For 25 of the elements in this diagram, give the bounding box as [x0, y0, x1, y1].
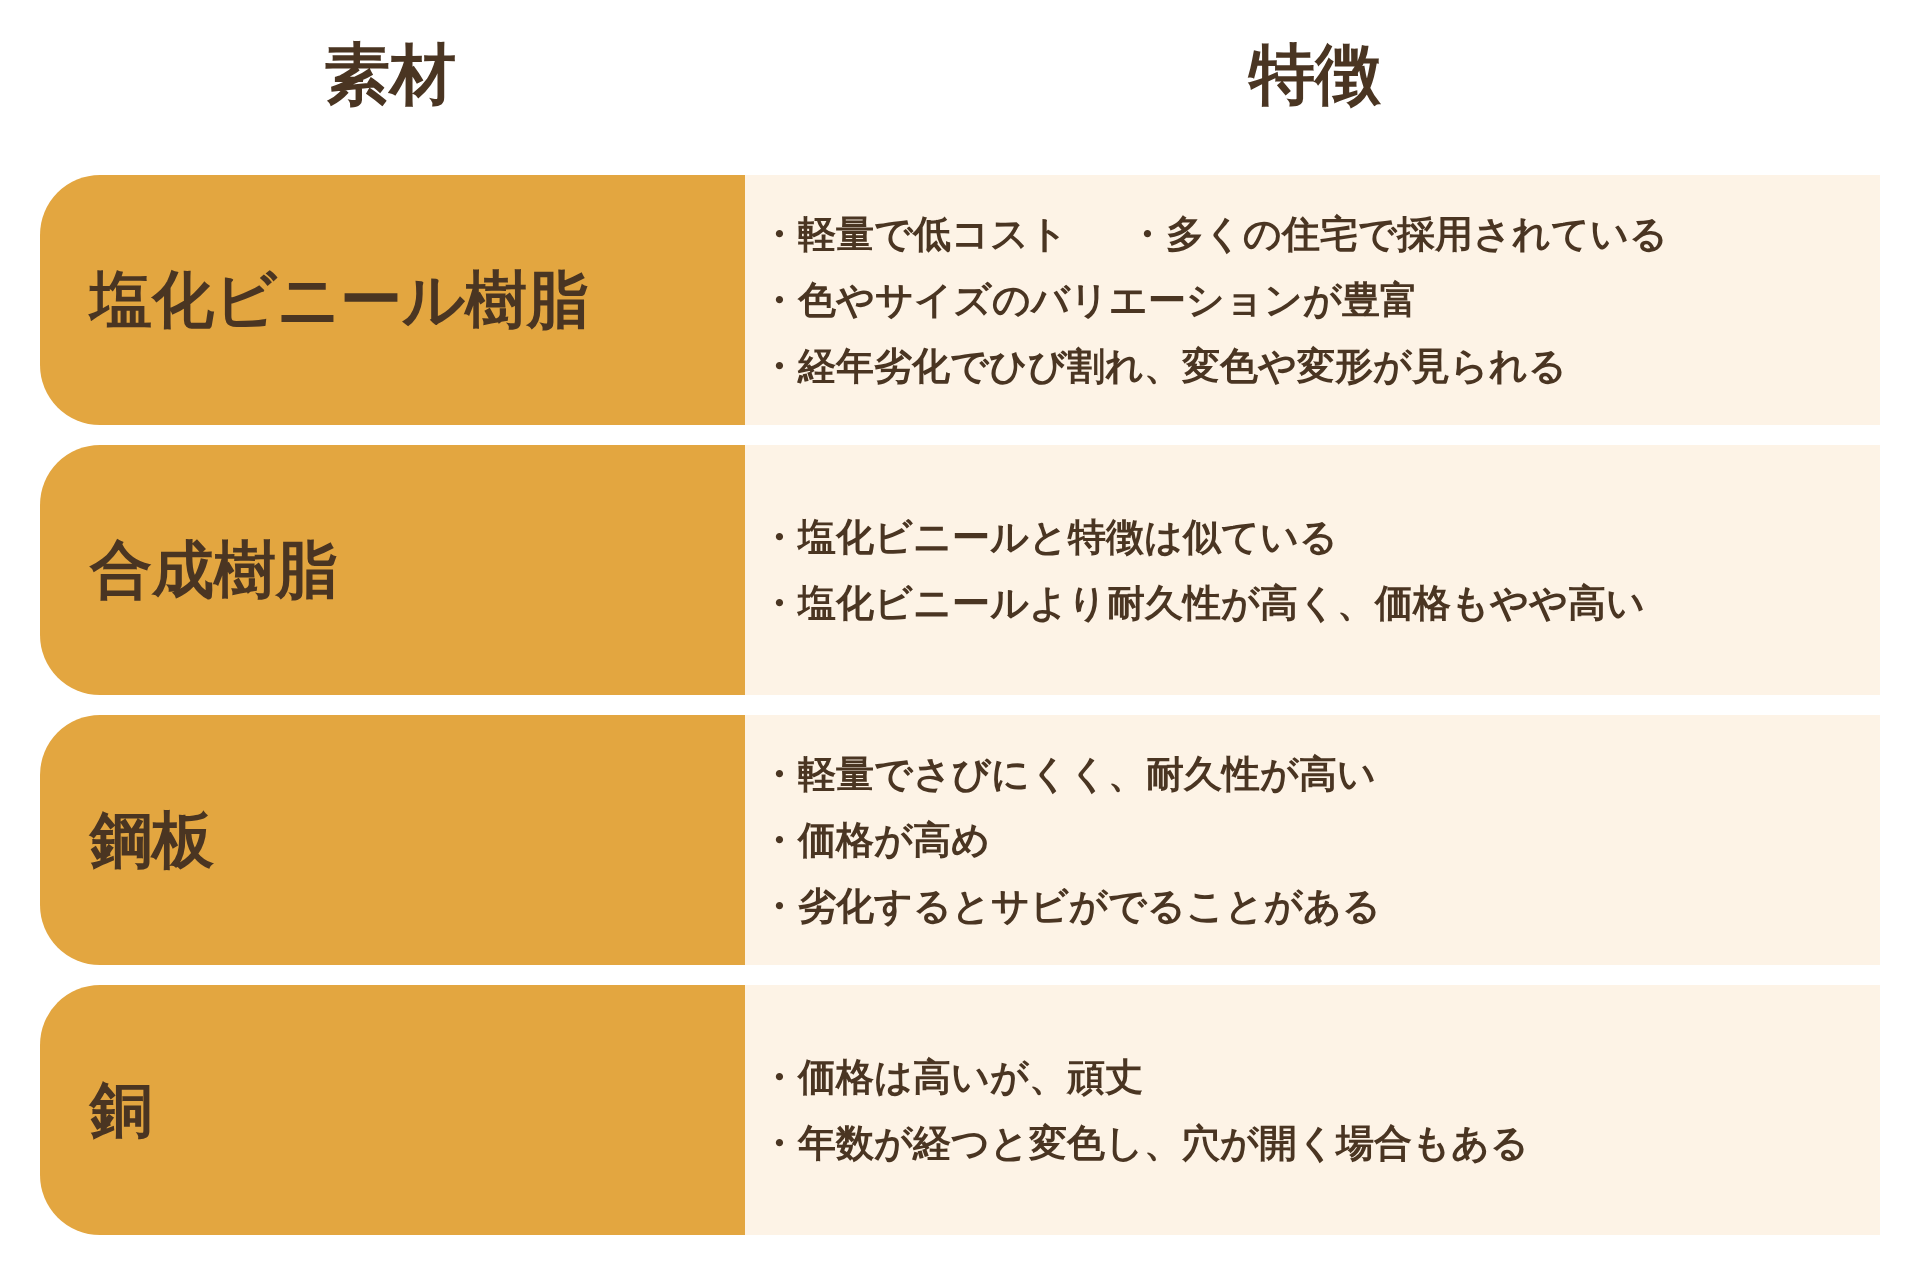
- feature-panel: [745, 175, 1880, 425]
- material-name: 銅: [90, 1072, 152, 1148]
- bullet-text: ・塩化ビニールと特徴は似ている: [760, 514, 1338, 561]
- column-header: 素材: [324, 35, 456, 115]
- bullet-text: ・劣化するとサビがでることがある: [760, 883, 1381, 930]
- feature-panel: [745, 985, 1880, 1235]
- bullet-text: ・価格は高いが、頑丈: [760, 1054, 1143, 1101]
- material-box: [40, 985, 745, 1235]
- bullet-text: ・色やサイズのバリエーションが豊富: [760, 277, 1418, 324]
- material-box: [40, 175, 745, 425]
- material-box: [40, 715, 745, 965]
- material-name: 合成樹脂: [90, 532, 338, 608]
- bullet-text: ・価格が高め: [760, 817, 990, 864]
- bullet-text: ・多くの住宅で採用されている: [1128, 211, 1668, 258]
- bullet-text: ・年数が経つと変色し、穴が開く場合もある: [760, 1120, 1529, 1167]
- column-header: 特徴: [1249, 35, 1381, 115]
- feature-panel: [745, 445, 1880, 695]
- material-box: [40, 445, 745, 695]
- bullet-text: ・軽量で低コスト: [760, 211, 1068, 258]
- bullet-text: ・経年劣化でひび割れ、変色や変形が見られる: [760, 343, 1567, 390]
- bullet-text: ・塩化ビニールより耐久性が高く、価格もやや高い: [760, 580, 1645, 627]
- bullet-text: ・軽量でさびにくく、耐久性が高い: [760, 751, 1376, 798]
- material-name: 塩化ビニール樹脂: [90, 262, 589, 338]
- material-name: 鋼板: [90, 802, 214, 878]
- feature-panel: [745, 715, 1880, 965]
